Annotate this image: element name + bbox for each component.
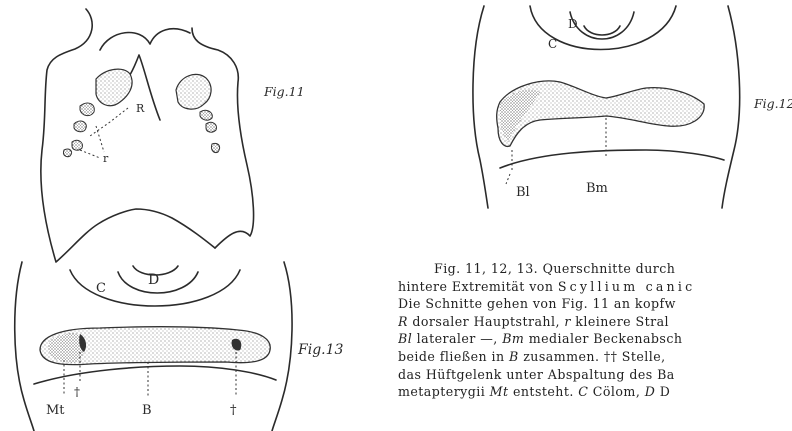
caption-segment: D bbox=[655, 384, 670, 399]
caption-segment: D bbox=[645, 384, 656, 399]
fig12-pointer-Bl bbox=[506, 150, 512, 184]
caption-segment: das Hüftgelenk unter Abspaltung des Ba bbox=[398, 367, 675, 382]
fig12-coelom-lower bbox=[500, 150, 724, 168]
caption-line: Fig. 11, 12, 13. Querschnitte durch bbox=[398, 260, 792, 278]
caption-segment: kleinere Stral bbox=[571, 314, 669, 329]
fig12-label-C: C bbox=[548, 37, 557, 51]
caption-segment: lateraler —, bbox=[412, 331, 502, 346]
fig11-arch bbox=[100, 29, 190, 50]
fig12-arc-D-inner bbox=[584, 26, 620, 35]
caption-segment: C bbox=[578, 384, 588, 399]
caption-line: beide fließen in B zusammen. †† Stelle, bbox=[398, 348, 792, 366]
fig13-label-dagger-right: † bbox=[230, 403, 237, 418]
fig12-label-Bl: Bl bbox=[516, 185, 530, 200]
caption-segment: B bbox=[509, 349, 519, 364]
fig13-number: Fig.13 bbox=[297, 342, 344, 358]
fig12-label-D: D bbox=[568, 17, 578, 31]
caption-segment: zusammen. †† Stelle, bbox=[519, 349, 666, 364]
fig12-label-Bm: Bm bbox=[586, 181, 608, 196]
fig11-left-ray-2 bbox=[74, 121, 86, 132]
caption-line: Bl lateraler —, Bm medialer Beckenabsch bbox=[398, 330, 792, 348]
caption-segment: Fig. 11, 12, 13. Querschnitte durch bbox=[434, 261, 675, 276]
caption-segment: dorsaler Hauptstrahl, bbox=[408, 314, 564, 329]
caption-segment: Bm bbox=[502, 331, 524, 346]
caption-segment: metapterygii bbox=[398, 384, 490, 399]
caption-segment: R bbox=[398, 314, 408, 329]
fig12-number: Fig.12 bbox=[753, 96, 792, 111]
fig13-label-dagger-left: † bbox=[74, 385, 80, 399]
fig13-label-B: B bbox=[142, 403, 152, 418]
caption-line: Die Schnitte gehen von Fig. 11 an kopfw bbox=[398, 295, 792, 313]
fig13-label-D: D bbox=[148, 272, 159, 288]
fig11-left-ray-3 bbox=[72, 140, 82, 150]
fig11-body-outline-right bbox=[192, 28, 254, 248]
caption-segment: Cölom, bbox=[588, 384, 644, 399]
fig11-right-ray-1 bbox=[200, 110, 212, 120]
fig11-pointer-R bbox=[90, 108, 128, 136]
caption-segment: Bl bbox=[398, 331, 412, 346]
figure-11: R r Fig.11 bbox=[41, 9, 305, 262]
fig12-body-outline-right bbox=[722, 6, 740, 208]
figure-caption: Fig. 11, 12, 13. Querschnitte durch hinte… bbox=[398, 260, 792, 401]
caption-segment: medialer Beckenabsch bbox=[524, 331, 682, 346]
caption-line: metapterygii Mt entsteht. C Cölom, D D bbox=[398, 383, 792, 401]
caption-line: hintere Extremität von Scyllium canic bbox=[398, 278, 792, 296]
fig11-number: Fig.11 bbox=[263, 84, 305, 99]
caption-segment: hintere Extremität von bbox=[398, 279, 558, 294]
fig11-label-R: R bbox=[136, 102, 145, 115]
fig13-body-left bbox=[15, 262, 34, 431]
fig11-left-cartilage-large bbox=[96, 69, 132, 106]
caption-segment: beide fließen in bbox=[398, 349, 509, 364]
caption-segment: entsteht. bbox=[509, 384, 579, 399]
fig13-coelom-lower bbox=[34, 366, 276, 384]
caption-segment: Mt bbox=[490, 384, 509, 399]
fig11-right-cartilage-large bbox=[176, 74, 211, 109]
fig11-body-outline bbox=[41, 9, 215, 262]
figure-13: D C Mt † B † Fig.13 bbox=[15, 262, 344, 431]
fig12-body-outline bbox=[473, 6, 488, 208]
caption-segment: Die Schnitte gehen von Fig. 11 an kopfw bbox=[398, 296, 676, 311]
fig11-right-ray-2 bbox=[206, 122, 216, 132]
fig11-left-ray-4 bbox=[63, 149, 71, 157]
fig11-label-r: r bbox=[103, 152, 109, 165]
caption-segment: Scyllium canic bbox=[558, 279, 696, 294]
fig11-right-ray-3 bbox=[211, 143, 219, 152]
fig13-label-Mt: Mt bbox=[46, 403, 65, 418]
figure-12: D C Bl Bm Fig.12 bbox=[473, 6, 792, 208]
fig13-label-C: C bbox=[96, 281, 106, 296]
fig11-left-ray-1 bbox=[80, 103, 94, 116]
fig13-body-right bbox=[272, 262, 292, 431]
caption-line: R dorsaler Hauptstrahl, r kleinere Stral bbox=[398, 313, 792, 331]
caption-line: das Hüftgelenk unter Abspaltung des Ba bbox=[398, 366, 792, 384]
